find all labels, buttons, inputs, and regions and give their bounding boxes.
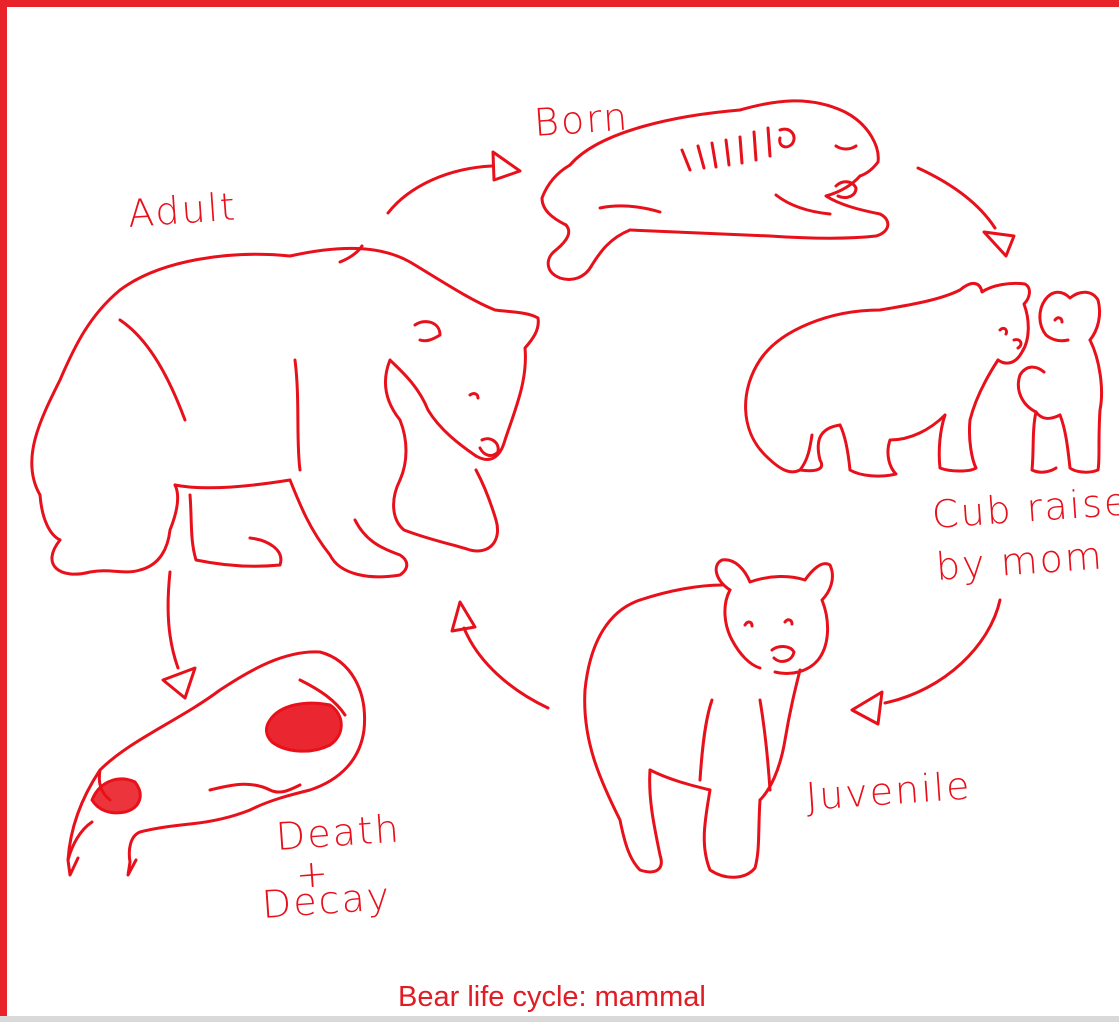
stage-label-cub-line2: by mom <box>935 536 1105 586</box>
arrow-adult-to-born <box>388 152 520 213</box>
stage-label-born: Born <box>533 97 631 142</box>
mother-and-cub-drawing <box>746 283 1102 476</box>
juvenile-bear-drawing <box>585 560 833 877</box>
adult-bear-drawing <box>32 246 539 577</box>
stage-label-decay: Decay <box>261 877 393 924</box>
arrow-juvenile-to-adult <box>452 602 548 708</box>
stage-label-adult: Adult <box>127 187 238 233</box>
diagram-caption: Bear life cycle: mammal <box>398 983 706 1012</box>
stage-label-juvenile: Juvenile <box>805 766 973 815</box>
stage-label-death: Death <box>275 809 402 856</box>
arrow-cub-to-juvenile <box>852 600 1000 724</box>
arrow-adult-to-death <box>163 572 195 698</box>
arrow-born-to-cub <box>918 168 1014 256</box>
